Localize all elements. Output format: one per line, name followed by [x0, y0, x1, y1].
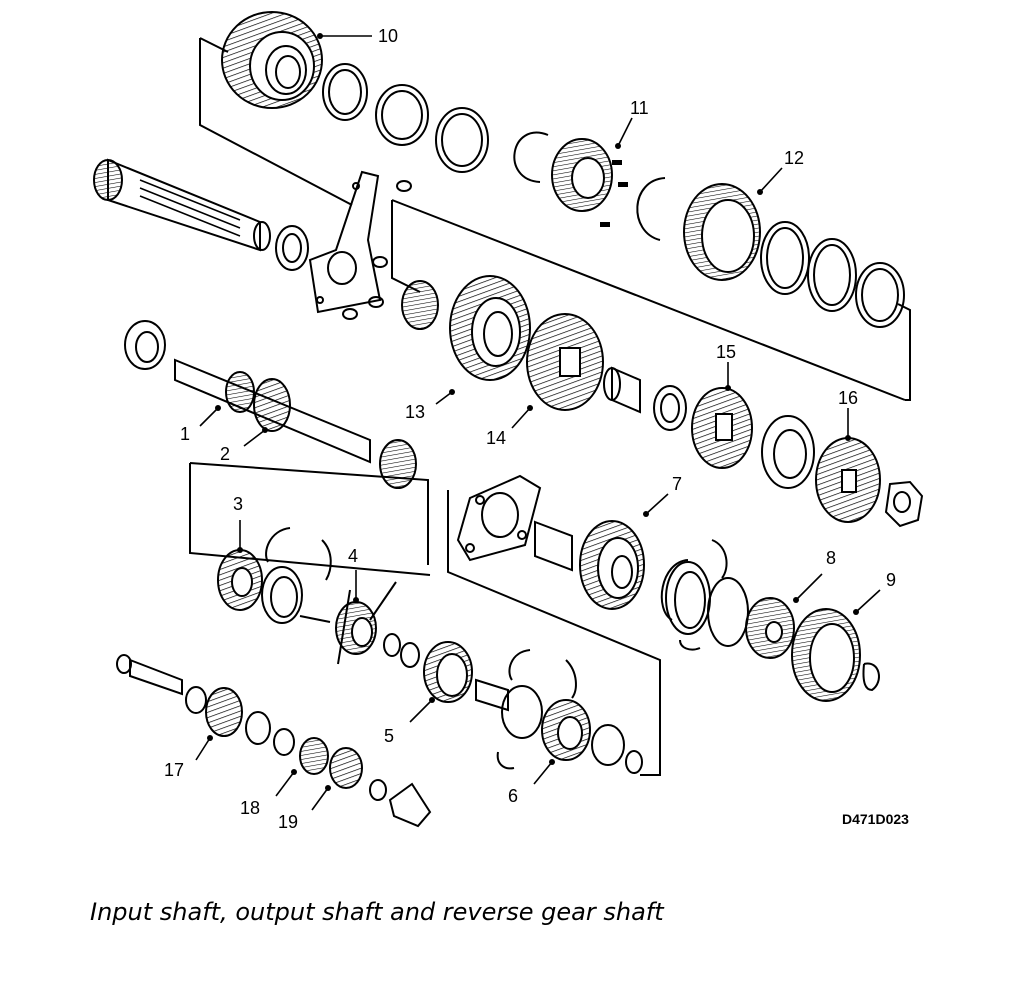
- part-7-8-rings: [660, 539, 749, 651]
- callout-1: 1: [180, 424, 190, 444]
- callout-15: 15: [716, 342, 736, 362]
- callout-12: 12: [784, 148, 804, 168]
- callout-13: 13: [405, 402, 425, 422]
- part-4-fork: [299, 581, 420, 668]
- callout-14: 14: [486, 428, 506, 448]
- part-10-gear: [221, 11, 323, 109]
- part-10-rings: [322, 63, 549, 183]
- part-12-sleeve: [683, 183, 905, 328]
- part-6-gear: [496, 649, 643, 774]
- part-9-gear: [791, 608, 880, 702]
- callout-2: 2: [220, 444, 230, 464]
- callout-16: 16: [838, 388, 858, 408]
- bushing-and-bearing: [603, 366, 687, 431]
- callout-11: 11: [630, 98, 649, 118]
- part-5-gear: [423, 641, 509, 712]
- figure-code: D471D023: [842, 811, 909, 827]
- output-shaft: [124, 320, 417, 489]
- bracket-reverse-group: [447, 490, 661, 776]
- part-11-synchro-hub: [551, 138, 666, 241]
- part-7-gear: [534, 520, 645, 610]
- leader-lines: [195, 33, 881, 811]
- callout-8: 8: [826, 548, 836, 568]
- bracket-input-lower-group: [189, 462, 431, 576]
- exploded-parts-diagram: 10 11 12 13 14 15 16 1 2 3 4 5 6 7 8 9 1…: [93, 11, 924, 832]
- callout-7: 7: [672, 474, 682, 494]
- part-16-gear-and-nut: [815, 437, 924, 528]
- callout-10: 10: [378, 26, 398, 46]
- part-15-gear: [691, 387, 815, 489]
- callout-5: 5: [384, 726, 394, 746]
- part-13-gear: [401, 275, 531, 381]
- callout-18: 18: [240, 798, 260, 818]
- shift-bracket-plate: [308, 170, 412, 320]
- callout-6: 6: [508, 786, 518, 806]
- callout-19: 19: [278, 812, 298, 832]
- part-14-gear: [526, 313, 604, 411]
- callout-17: 17: [164, 760, 184, 780]
- part-3-gear: [217, 527, 332, 624]
- callout-4: 4: [348, 546, 358, 566]
- callout-3: 3: [233, 494, 243, 514]
- reverse-gear-shaft: [116, 654, 432, 828]
- reverse-cover-plate: [456, 474, 542, 562]
- callout-9: 9: [886, 570, 896, 590]
- figure-caption: Input shaft, output shaft and reverse ge…: [90, 898, 664, 926]
- part-8-hub: [745, 597, 795, 659]
- input-shaft: [93, 158, 309, 271]
